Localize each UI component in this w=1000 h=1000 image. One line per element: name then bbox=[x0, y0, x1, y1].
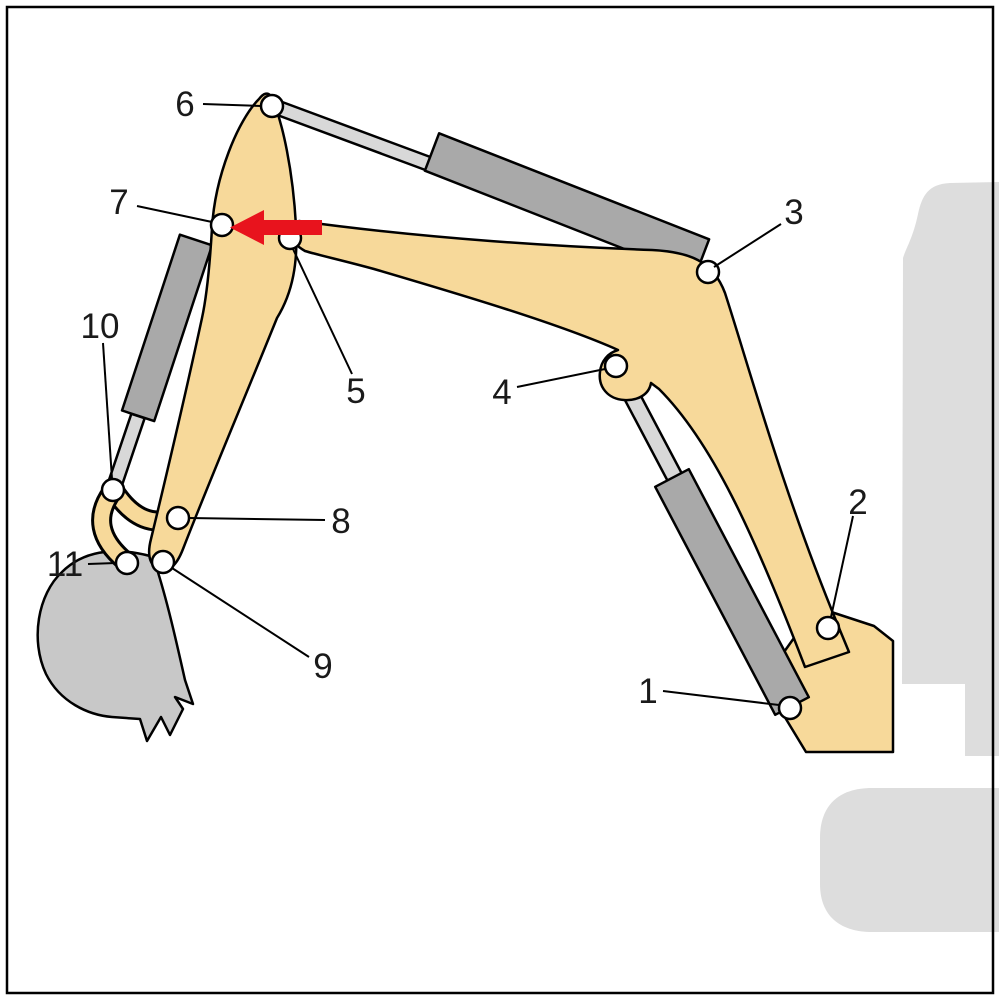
callout-line-8 bbox=[188, 517, 326, 521]
callout-labels: 1 2 3 4 5 6 7 8 9 10 11 bbox=[47, 85, 868, 711]
bucket-cylinder bbox=[105, 233, 214, 494]
callout-line-11 bbox=[87, 562, 117, 565]
callout-label-5: 5 bbox=[346, 372, 365, 411]
callout-label-3: 3 bbox=[784, 193, 803, 232]
pivot-point-8 bbox=[165, 505, 191, 531]
callout-line-4 bbox=[516, 368, 606, 388]
callout-line-5 bbox=[292, 248, 353, 375]
pivot-point-2 bbox=[815, 615, 841, 641]
bucket bbox=[36, 550, 195, 743]
callout-line-3 bbox=[713, 223, 782, 268]
pivot-point-4 bbox=[603, 353, 629, 379]
callout-line-2 bbox=[830, 515, 854, 618]
track-silhouette bbox=[820, 788, 999, 932]
callout-label-10: 10 bbox=[81, 307, 120, 346]
machine-body-silhouette bbox=[820, 182, 999, 932]
callout-label-4: 4 bbox=[492, 373, 511, 412]
callout-label-11: 11 bbox=[47, 545, 83, 584]
pivot-point-1 bbox=[777, 695, 803, 721]
arm-cylinder-rod bbox=[269, 98, 444, 176]
callout-line-1 bbox=[662, 690, 780, 706]
pivot-point-10 bbox=[100, 477, 126, 503]
cab-silhouette bbox=[902, 182, 999, 756]
callout-label-8: 8 bbox=[331, 502, 350, 541]
callout-line-6 bbox=[202, 103, 262, 107]
callout-label-9: 9 bbox=[313, 647, 332, 686]
callout-lines bbox=[87, 103, 854, 706]
boom bbox=[290, 219, 851, 669]
pivot-point-11 bbox=[114, 550, 140, 576]
arm-cylinder-body bbox=[423, 132, 711, 278]
pivot-point-3 bbox=[695, 259, 721, 285]
bucket-cylinder-body bbox=[120, 233, 214, 423]
pivot-point-6 bbox=[259, 93, 285, 119]
callout-line-7 bbox=[136, 205, 213, 223]
pivot-point-9 bbox=[150, 549, 176, 575]
image-frame bbox=[5, 5, 995, 995]
callout-label-7: 7 bbox=[109, 183, 128, 222]
callout-label-1: 1 bbox=[638, 672, 657, 711]
callout-line-10 bbox=[102, 342, 113, 480]
callout-label-2: 2 bbox=[848, 483, 867, 522]
callout-line-9 bbox=[171, 567, 310, 658]
callout-label-6: 6 bbox=[175, 85, 194, 124]
boom-cylinder-body bbox=[653, 467, 811, 717]
red-arrow-icon bbox=[230, 210, 322, 245]
pivot-point-7 bbox=[209, 212, 235, 238]
